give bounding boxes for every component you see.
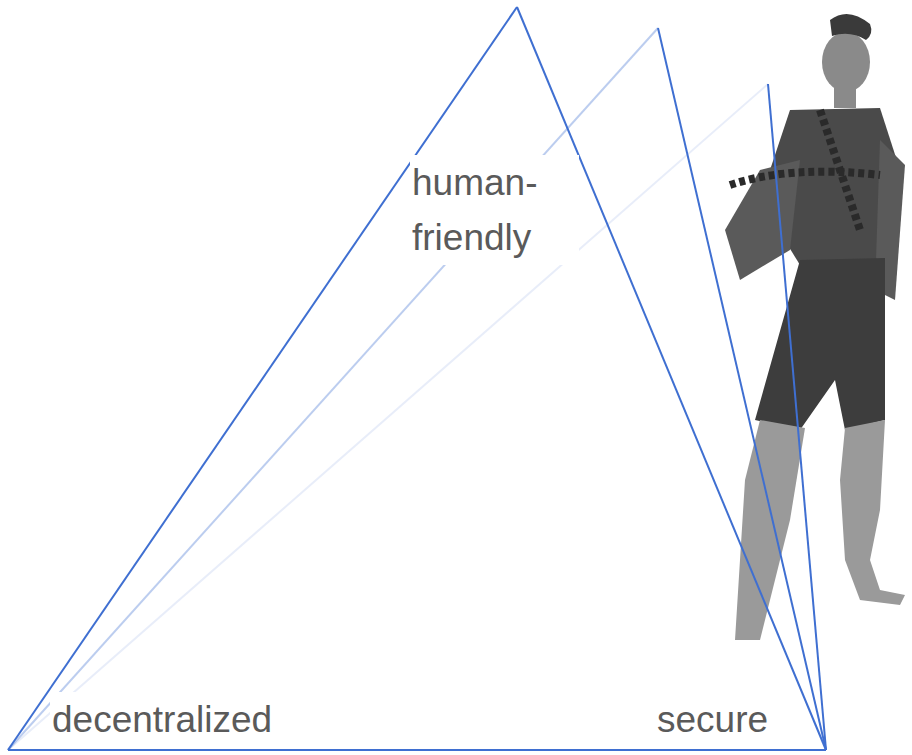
escape-artist-figure	[725, 14, 905, 640]
triangle-outlines	[8, 7, 826, 750]
corner-label: secure	[655, 692, 770, 747]
corner-label: decentralized	[50, 692, 274, 747]
corner-label: human- friendly	[410, 155, 579, 265]
